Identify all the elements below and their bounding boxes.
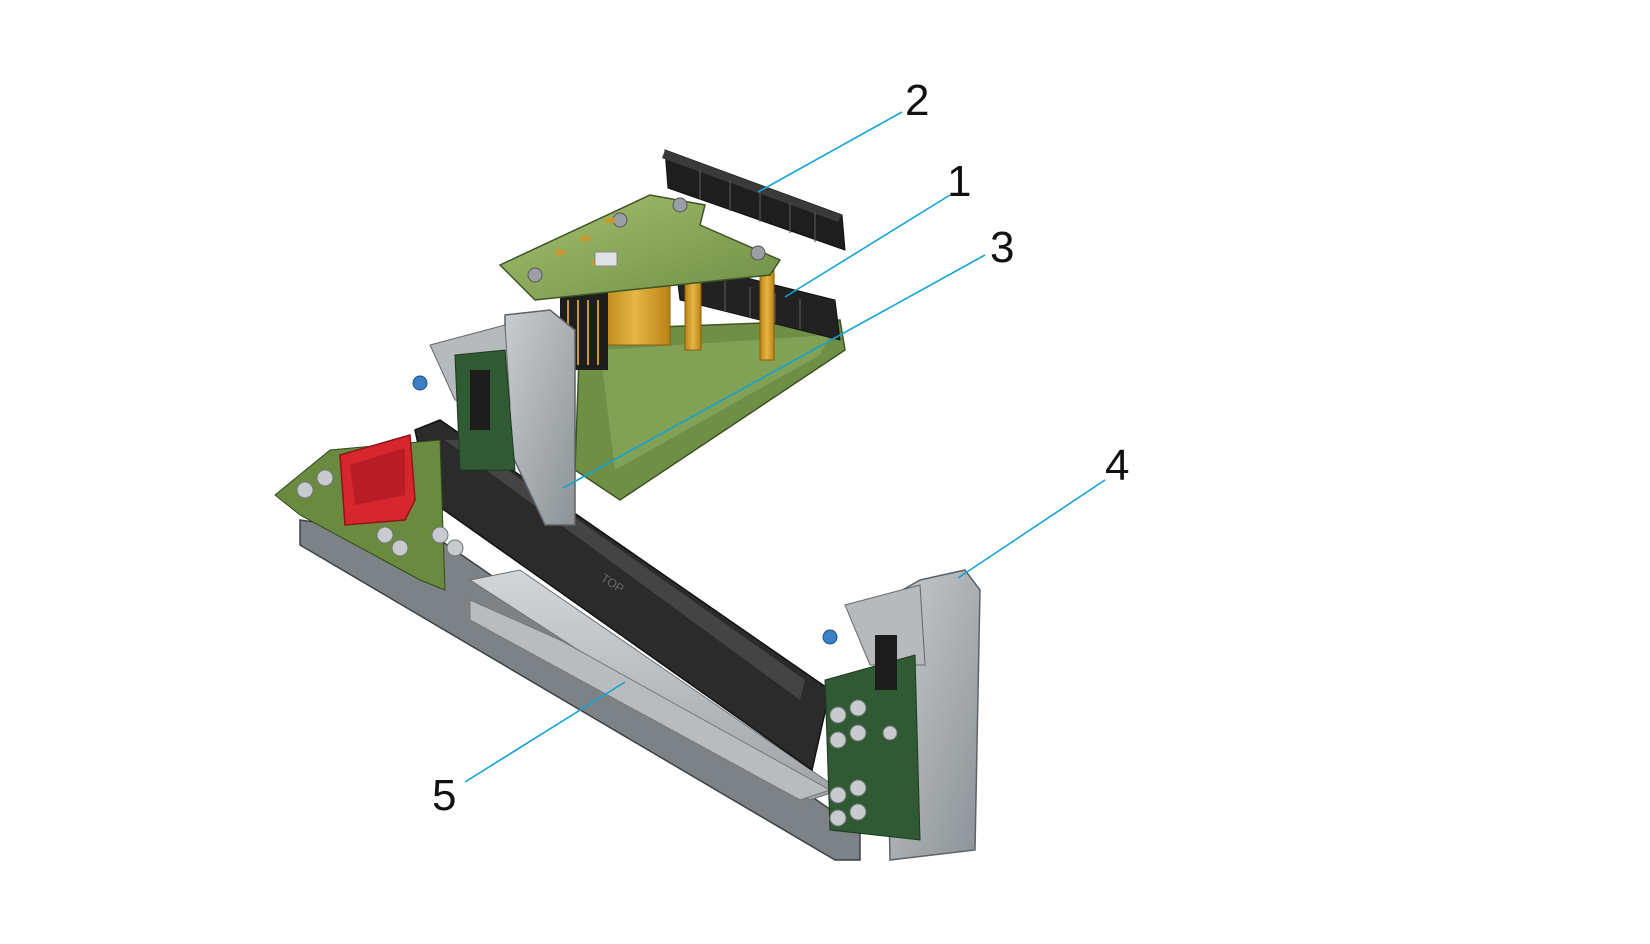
thumbscrew-right[interactable] (822, 629, 838, 645)
leader-4 (957, 479, 1106, 579)
leader-1 (784, 194, 951, 298)
support-bar (469, 599, 832, 801)
standoff-left (684, 279, 702, 351)
callout-2: 2 (905, 76, 929, 125)
leader-3 (562, 254, 986, 489)
thumbscrew-left[interactable] (412, 375, 428, 391)
callout-1: 1 (947, 157, 971, 206)
standoff-right (759, 264, 775, 361)
leader-5 (464, 681, 626, 783)
leader-2 (757, 111, 903, 193)
callout-labels: 2 1 3 4 5 (432, 76, 1129, 820)
upper-riser-module (498, 149, 846, 501)
callout-leaders (464, 111, 1106, 783)
callout-3: 3 (990, 223, 1014, 272)
callout-4: 4 (1105, 441, 1129, 490)
riser-frame: TOP (274, 309, 981, 861)
callout-5: 5 (432, 771, 456, 820)
upper-riser-board (498, 194, 782, 301)
